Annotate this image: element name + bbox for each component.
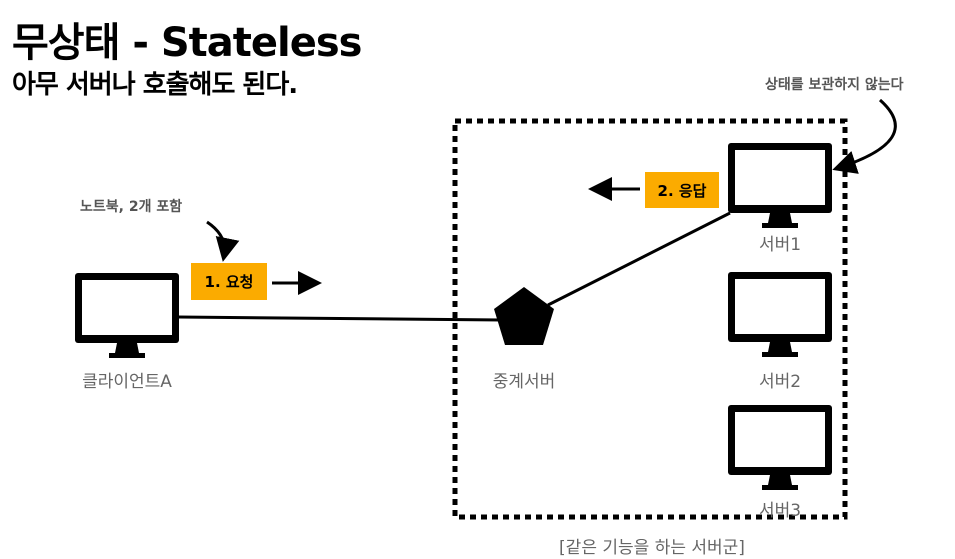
laptop-note: 노트북, 2개 포함 [80,199,183,215]
page-subtitle: 아무 서버나 호출해도 된다. [12,70,298,100]
stateless-note-arrow-icon [832,98,897,174]
server1-monitor-icon [728,143,832,228]
request-tag: 1. 요청 [191,263,267,300]
server2-monitor-icon [728,272,832,357]
server2-label: 서버2 [758,372,802,392]
server-group-box [452,118,848,520]
server3-label: 서버3 [758,501,802,521]
client-label: 클라이언트A [82,372,172,392]
client-monitor-icon [75,273,179,358]
proxy-server1-link [547,211,731,307]
response-tag: 2. 응답 [645,172,719,208]
proxy-pentagon-icon [494,287,554,345]
stateless-note: 상태를 보관하지 않는다 [765,77,904,93]
page-title: 무상태 - Stateless [12,20,362,66]
proxy-label: 중계서버 [492,372,556,392]
server3-monitor-icon [728,405,832,490]
server1-label: 서버1 [758,235,802,255]
server-group-label: [같은 기능을 하는 서버군] [559,538,745,558]
client-proxy-link [177,315,503,322]
laptop-note-arrow-icon [206,220,240,262]
